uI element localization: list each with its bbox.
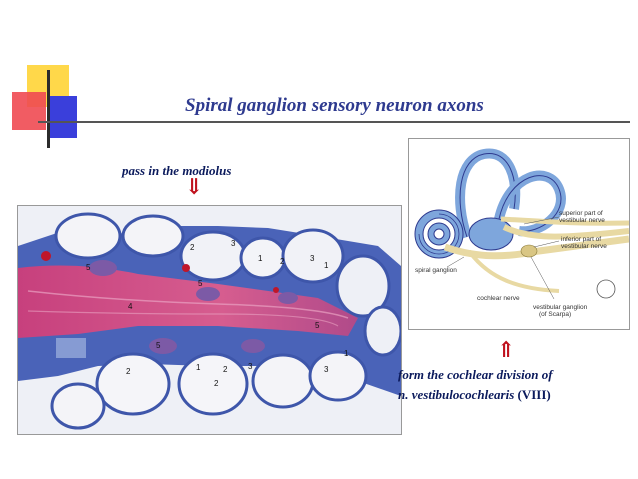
histology-label: 1 (344, 349, 349, 358)
right-caption: form the cochlear division of n. vestibu… (398, 365, 628, 405)
decor-blue-square (49, 96, 77, 138)
histology-label: 5 (198, 279, 203, 288)
left-caption: pass in the modiolus (122, 163, 232, 178)
histology-label: 5 (315, 321, 320, 330)
histology-label: 2 (214, 379, 219, 388)
histology-label: 2 (190, 243, 195, 252)
inner-ear-drawing (409, 139, 629, 329)
histology-label: 3 (248, 362, 253, 371)
histology-label: 4 (128, 302, 133, 311)
histology-label: 2 (126, 367, 131, 376)
histology-label: 2 (223, 365, 228, 374)
inner-ear-diagram: superior part of vestibular nerve inferi… (408, 138, 630, 330)
histology-label: 3 (324, 365, 329, 374)
histology-image: 2 3 1 2 3 5 1 5 4 5 5 2 1 2 3 1 3 2 (17, 205, 402, 435)
label-spiral-ganglion: spiral ganglion (415, 267, 457, 274)
right-caption-line2-plain: (VIII) (514, 387, 551, 402)
decor-vertical-line (47, 70, 50, 148)
arrow-up-icon: ⇑ (497, 337, 516, 362)
histology-label: 5 (86, 263, 91, 272)
label-vestibular-ganglion: vestibular ganglion (of Scarpa) (533, 304, 588, 318)
arrow-down-icon: ⇓ (185, 174, 204, 199)
right-caption-line2-italic: n. vestibulocochlearis (398, 387, 515, 402)
label-cochlear-nerve: cochlear nerve (477, 295, 520, 302)
histology-label: 5 (156, 341, 161, 350)
histology-label: 2 (280, 257, 285, 266)
histology-drawing: 2 3 1 2 3 5 1 5 4 5 5 2 1 2 3 1 3 2 (18, 206, 401, 434)
label-inferior-vestibular: inferior part of vestibular nerve (561, 236, 607, 250)
label-superior-vestibular: superior part of vestibular nerve (559, 210, 605, 224)
title-underline (38, 121, 630, 123)
histology-number-labels: 2 3 1 2 3 5 1 5 4 5 5 2 1 2 3 1 3 2 (86, 239, 349, 388)
histology-label: 1 (324, 261, 329, 270)
histology-label: 3 (310, 254, 315, 263)
decor-red-square (12, 92, 46, 130)
slide-title: Spiral ganglion sensory neuron axons (185, 95, 484, 116)
histology-label: 1 (258, 254, 263, 263)
histology-label: 3 (231, 239, 236, 248)
right-caption-line1: form the cochlear division of (398, 367, 553, 382)
histology-label: 1 (196, 363, 201, 372)
